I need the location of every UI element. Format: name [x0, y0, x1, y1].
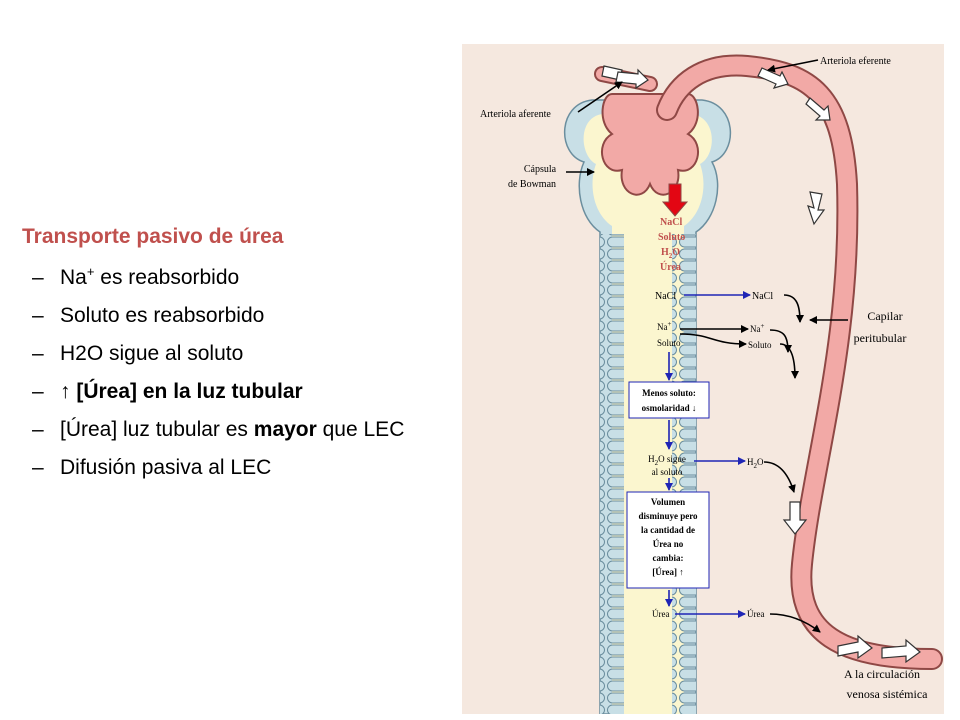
- bullet-text: H2O sigue al soluto: [60, 342, 244, 365]
- label-circulacion-2: venosa sistémica: [847, 687, 929, 701]
- filtration-arrow: [661, 183, 689, 217]
- bullet-text: [Úrea] luz tubular es: [60, 418, 254, 441]
- bullet-superscript: +: [86, 264, 95, 279]
- bullet-dash: –: [32, 418, 44, 441]
- peritubular-capillary: [658, 56, 941, 668]
- arrow-nacl-to-capillary: [783, 294, 804, 323]
- bullet-text: que LEC: [316, 418, 405, 441]
- bullet-text: Difusión pasiva al LEC: [60, 456, 272, 479]
- tubule-wall-left: [600, 234, 624, 714]
- box-volumen: [626, 491, 710, 589]
- capillary-urea: Úrea: [747, 609, 765, 619]
- label-capsula-2: de Bowman: [508, 179, 556, 190]
- flow-arrow-peritubular-1: [807, 191, 826, 226]
- arrow-soluto-to-capillary: [779, 343, 799, 379]
- flow-arrow-efferent-1: [757, 67, 789, 89]
- lumen-h2o-sigue: H2O sigue: [648, 454, 686, 467]
- label-capilar-2: peritubular: [854, 331, 907, 345]
- capillary-na: Na+: [750, 322, 765, 334]
- label-capilar-1: Capilar: [867, 309, 902, 323]
- box-menos-soluto-line2: osmolaridad ↓: [642, 403, 697, 413]
- filtrate-nacl: NaCl: [660, 217, 682, 228]
- label-circulacion-1: A la circulación: [844, 667, 920, 681]
- filtrate-soluto: Soluto: [658, 232, 685, 243]
- flow-arrow-efferent-2: [805, 97, 831, 121]
- arrow-h2o-to-capillary: [763, 461, 796, 493]
- tubule-wall-right: [672, 234, 696, 714]
- box-volumen-line: Úrea no: [653, 539, 684, 549]
- bullet-text: [Úrea] en la luz tubular: [70, 380, 303, 403]
- bullet-difusion: –Difusión pasiva al LEC: [22, 449, 462, 487]
- bullet-soluto: –Soluto es reabsorbido: [22, 297, 462, 335]
- bullet-h2o: –H2O sigue al soluto: [22, 335, 462, 373]
- bullet-text: Soluto es reabsorbido: [60, 304, 265, 327]
- lumen-nacl: NaCl: [655, 291, 676, 302]
- bullet-na: –Na+ es reabsorbido: [22, 259, 462, 297]
- box-volumen-line: la cantidad de: [641, 525, 695, 535]
- flow-arrow-peritubular-2: [782, 501, 808, 535]
- nephron-diagram: NaCl Soluto H2O Úrea NaCl Na+ Soluto Men…: [462, 44, 944, 714]
- bullet-dash: –: [32, 342, 44, 365]
- bullet-dash: –: [32, 380, 44, 403]
- leader-arteriola-aferente: [577, 81, 623, 113]
- label-arteriola-aferente: Arteriola aferente: [480, 109, 551, 120]
- bullet-text: es reabsorbido: [94, 266, 240, 289]
- box-volumen-line: [Úrea] ↑: [652, 567, 684, 577]
- box-menos-soluto-line1: Menos soluto:: [642, 388, 696, 398]
- slide-text: Transporte pasivo de úrea –Na+ es reabso…: [22, 225, 462, 487]
- box-volumen-line: disminuye pero: [638, 511, 698, 521]
- filtrate-urea: Úrea: [660, 261, 681, 273]
- bullet-list: –Na+ es reabsorbido –Soluto es reabsorbi…: [22, 259, 462, 487]
- box-volumen-text: Volumen disminuye pero la cantidad de Úr…: [638, 497, 698, 577]
- box-menos-soluto: [628, 381, 710, 419]
- leader-arteriola-eferente: [767, 59, 819, 73]
- lumen-al-soluto: al soluto: [652, 467, 683, 477]
- bullet-bold-text: mayor: [253, 418, 317, 441]
- lumen-soluto: Soluto: [657, 338, 681, 348]
- bullet-dash: –: [32, 456, 44, 479]
- glomerulus: [601, 93, 699, 196]
- bullet-urea-mayor: –[Úrea] luz tubular es mayor que LEC: [22, 411, 462, 449]
- black-arrows: [566, 59, 848, 633]
- bullet-text: Na: [60, 266, 87, 289]
- label-capsula-1: Cápsula: [524, 164, 557, 175]
- flow-arrow-peritubular-4: [881, 638, 921, 664]
- label-arteriola-eferente: Arteriola eferente: [820, 56, 891, 67]
- bullet-urea-up: –↑ [Úrea] en la luz tubular: [22, 373, 462, 411]
- box-volumen-line: Volumen: [651, 497, 685, 507]
- tubule-lumen: [624, 226, 672, 714]
- arrow-soluto-transport: [679, 333, 747, 348]
- slide-title: Transporte pasivo de úrea: [22, 225, 284, 248]
- filtrate-h2o: H2O: [661, 247, 680, 260]
- bullet-dash: –: [32, 266, 44, 289]
- box-volumen-line: cambia:: [653, 553, 684, 563]
- blue-arrows: [665, 291, 751, 618]
- arrow-urea-to-capillary: [769, 613, 821, 633]
- flow-arrow-peritubular-3: [837, 634, 873, 660]
- capillary-nacl: NaCl: [752, 291, 773, 302]
- flow-arrows: [601, 65, 921, 664]
- capillary-h2o: H2O: [747, 457, 764, 470]
- lumen-na: Na+: [657, 320, 672, 332]
- lumen-urea: Úrea: [652, 609, 670, 619]
- up-arrow-icon: ↑: [60, 380, 71, 403]
- capillary-soluto: Soluto: [748, 340, 772, 350]
- bullet-dash: –: [32, 304, 44, 327]
